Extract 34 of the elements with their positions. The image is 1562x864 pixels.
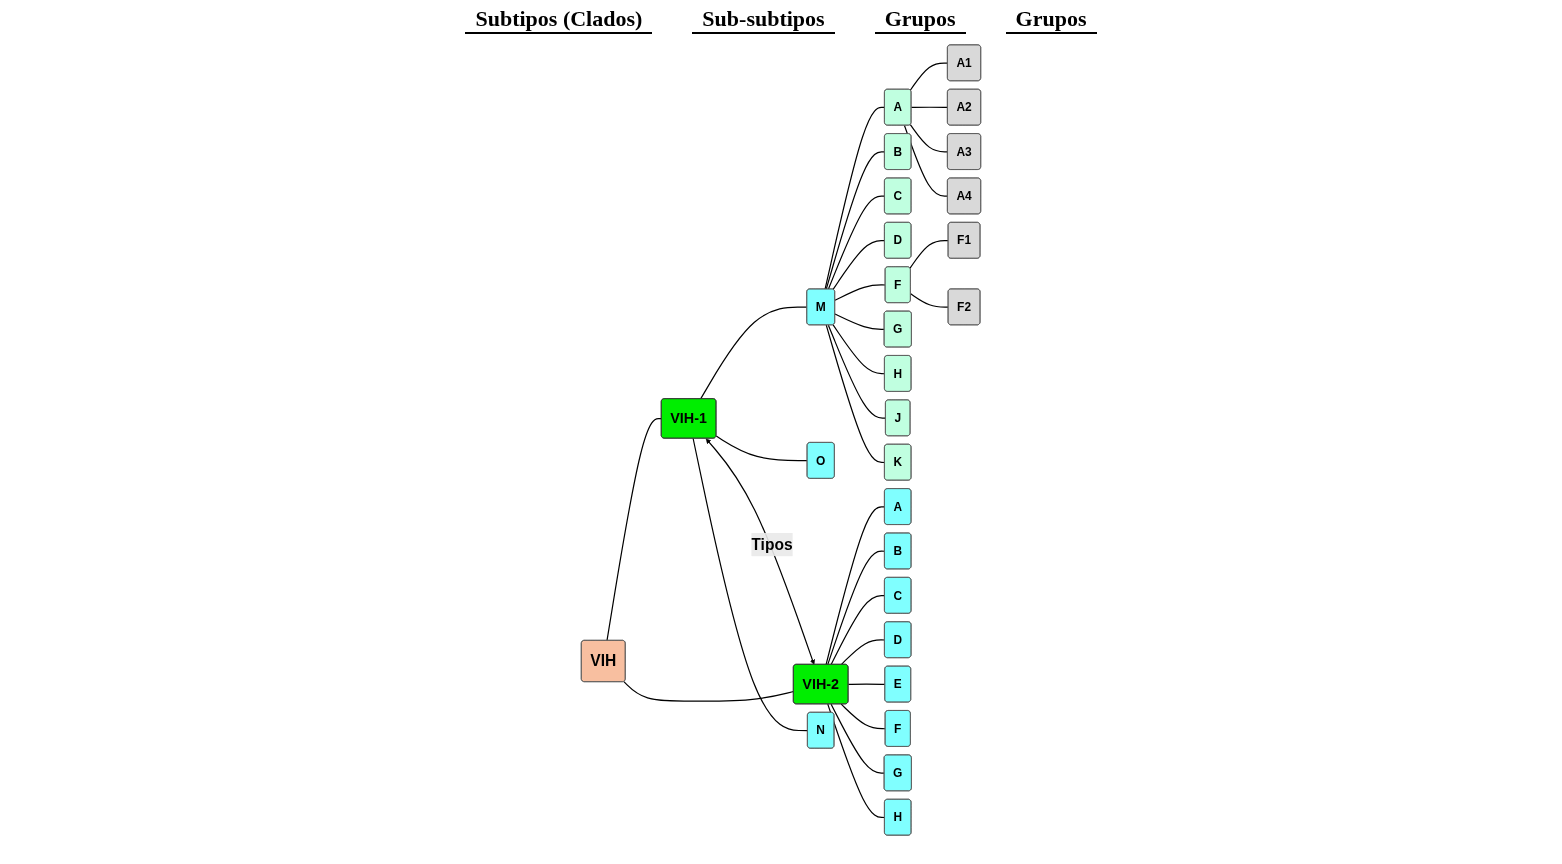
connector [825, 324, 886, 464]
arrow [705, 438, 815, 665]
connector [830, 703, 885, 774]
bracket-label: Grupos [874, 6, 966, 34]
connector [827, 195, 886, 290]
connector [834, 284, 886, 301]
connector [700, 306, 808, 400]
connector [909, 62, 949, 91]
connector [834, 313, 885, 330]
connector [827, 324, 887, 419]
connector [909, 239, 949, 269]
connector [847, 683, 886, 685]
connector [606, 418, 663, 642]
connector [832, 324, 886, 375]
connector [910, 293, 949, 308]
connector [910, 106, 949, 109]
connector [692, 437, 809, 732]
bracket-label: Sub-subtipos [692, 6, 835, 34]
connector [827, 550, 886, 666]
connector [825, 506, 886, 666]
connector [623, 681, 795, 702]
connector [830, 594, 886, 666]
connector [840, 703, 886, 730]
connector [824, 106, 886, 290]
edge-label: Tipos [751, 535, 793, 554]
connector [825, 151, 886, 290]
connector [715, 435, 808, 462]
connector [909, 124, 949, 153]
connector [827, 703, 886, 819]
connector [903, 124, 949, 197]
connector [832, 239, 886, 290]
connector [840, 639, 886, 666]
bracket-label: Grupos [1005, 6, 1097, 34]
bracket-label: Subtipos (Clados) [465, 6, 653, 34]
